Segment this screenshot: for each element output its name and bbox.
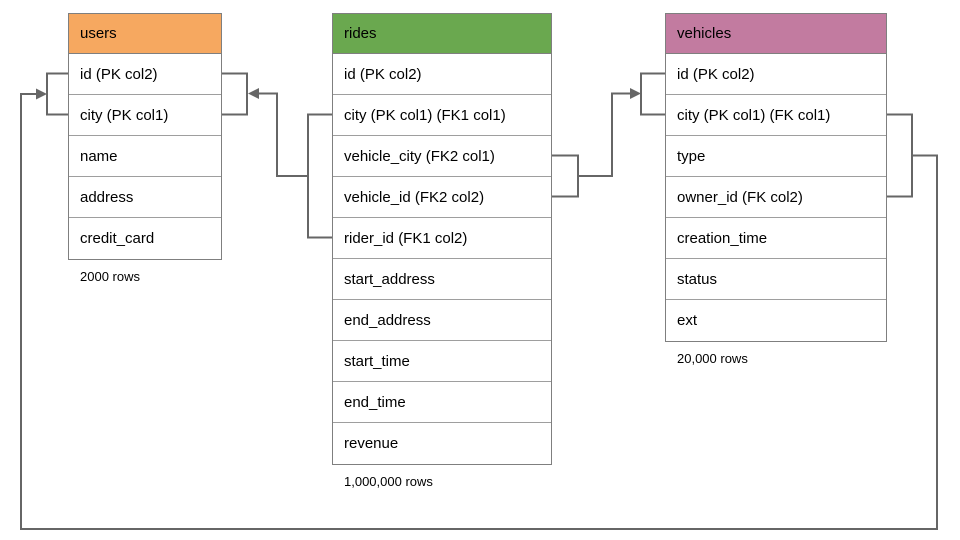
arrowhead-into-users-right xyxy=(248,88,259,99)
table-row: type xyxy=(666,136,886,177)
table-row: city (PK col1) xyxy=(69,95,221,136)
table-vehicles-rowcount: 20,000 rows xyxy=(677,351,748,366)
vehicles-fk-loop-line xyxy=(20,93,938,530)
table-row: id (PK col2) xyxy=(666,54,886,95)
table-row: end_time xyxy=(333,382,551,423)
table-vehicles-box: vehicles id (PK col2) city (PK col1) (FK… xyxy=(665,13,887,342)
table-row: city (PK col1) (FK1 col1) xyxy=(333,95,551,136)
vehicles-right-bracket xyxy=(887,113,913,198)
table-row: ext xyxy=(666,300,886,341)
arrowhead-into-vehicles xyxy=(630,88,641,99)
table-rides-title: rides xyxy=(344,25,377,42)
table-row: rider_id (FK1 col2) xyxy=(333,218,551,259)
table-row: revenue xyxy=(333,423,551,464)
table-users-rowcount: 2000 rows xyxy=(80,269,140,284)
table-row: status xyxy=(666,259,886,300)
table-row: owner_id (FK col2) xyxy=(666,177,886,218)
table-row: start_time xyxy=(333,341,551,382)
arrowhead-into-users xyxy=(36,88,47,100)
table-row: credit_card xyxy=(69,218,221,259)
connector-vehicles-fk-to-users xyxy=(20,72,938,530)
rides-fk2-line xyxy=(578,92,631,177)
table-row: creation_time xyxy=(666,218,886,259)
table-rides-box: rides id (PK col2) city (PK col1) (FK1 c… xyxy=(332,13,552,465)
connector-rides-fk2-to-vehicles xyxy=(552,72,665,198)
table-vehicles-header: vehicles xyxy=(666,14,886,54)
table-row: id (PK col2) xyxy=(69,54,221,95)
table-row: id (PK col2) xyxy=(333,54,551,95)
users-right-bracket xyxy=(222,72,248,116)
table-row: vehicle_city (FK2 col1) xyxy=(333,136,551,177)
vehicles-left-bracket xyxy=(640,72,665,116)
table-row: address xyxy=(69,177,221,218)
rides-left-bracket xyxy=(307,113,332,239)
table-users: users id (PK col2) city (PK col1) name a… xyxy=(68,13,222,284)
table-rides-rowcount: 1,000,000 rows xyxy=(344,474,433,489)
table-vehicles: vehicles id (PK col2) city (PK col1) (FK… xyxy=(665,13,887,366)
table-users-title: users xyxy=(80,25,117,42)
rides-right-bracket xyxy=(552,154,579,198)
users-left-bracket xyxy=(46,72,68,116)
table-rides-header: rides xyxy=(333,14,551,54)
table-users-box: users id (PK col2) city (PK col1) name a… xyxy=(68,13,222,260)
rides-fk1-line xyxy=(258,92,308,177)
table-users-header: users xyxy=(69,14,221,54)
table-row: start_address xyxy=(333,259,551,300)
table-rides: rides id (PK col2) city (PK col1) (FK1 c… xyxy=(332,13,552,489)
table-vehicles-title: vehicles xyxy=(677,25,732,42)
table-row: vehicle_id (FK2 col2) xyxy=(333,177,551,218)
table-row: city (PK col1) (FK col1) xyxy=(666,95,886,136)
connector-rides-fk1-to-users xyxy=(222,72,332,239)
table-row: end_address xyxy=(333,300,551,341)
table-row: name xyxy=(69,136,221,177)
